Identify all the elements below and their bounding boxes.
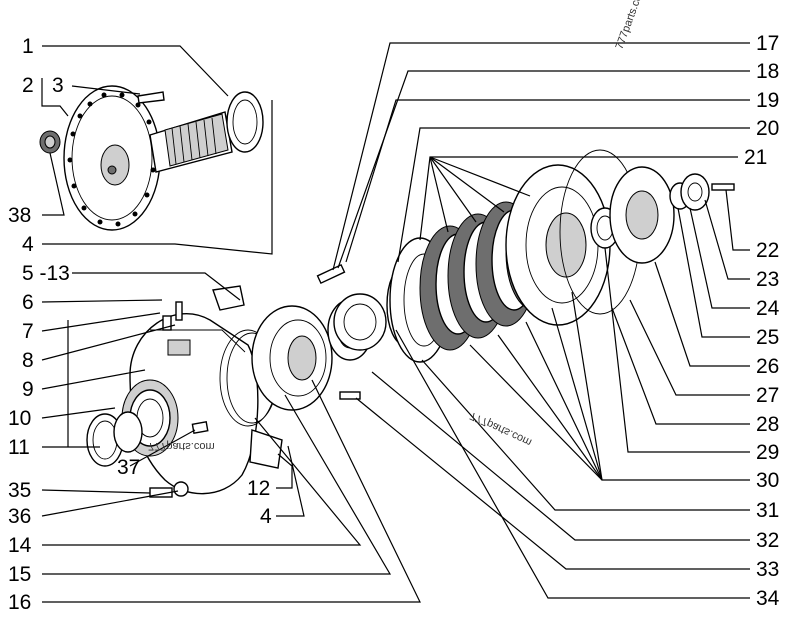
callout-10: 10 [8, 407, 31, 430]
callout-7: 7 [22, 320, 34, 343]
callout-6: 6 [22, 291, 34, 314]
callout-26: 26 [756, 355, 779, 378]
leader-lines [41, 42, 750, 603]
callout-22: 22 [756, 239, 779, 262]
callout-9: 9 [22, 378, 34, 401]
callout-25: 25 [756, 326, 779, 349]
callout-19: 19 [756, 89, 779, 112]
cover-and-seal-drawing [219, 305, 333, 427]
callout-12: 12 [247, 477, 270, 500]
callout-28: 28 [756, 413, 779, 436]
callout-37: 37 [117, 456, 140, 479]
callouts-left: 1 2 3 38 4 5 -13 6 7 8 9 10 11 37 35 36 … [8, 35, 272, 614]
callout-15: 15 [8, 563, 31, 586]
callout-36: 36 [8, 505, 31, 528]
callout-35: 35 [8, 479, 31, 502]
callout-30: 30 [756, 469, 779, 492]
flange-shaft-drawing [39, 85, 264, 231]
callout-32: 32 [756, 529, 779, 552]
callout-16: 16 [8, 591, 31, 614]
callout-29: 29 [756, 441, 779, 464]
clutch-pack-drawing [316, 149, 735, 400]
watermark-center: 777parts.com [468, 409, 533, 448]
callout-23: 23 [756, 268, 779, 291]
callout-31: 31 [756, 499, 779, 522]
callout-33: 33 [756, 558, 779, 581]
callout-18: 18 [756, 60, 779, 83]
callout-21: 21 [744, 146, 767, 169]
callout-8: 8 [22, 349, 34, 372]
callout-27: 27 [756, 384, 779, 407]
callout-5-13: 5 -13 [22, 262, 70, 285]
callouts-right: 17 18 19 20 21 22 23 24 25 26 27 28 29 3… [744, 32, 780, 610]
callout-38: 38 [8, 204, 31, 227]
callout-20: 20 [756, 117, 779, 140]
callout-17: 17 [756, 32, 779, 55]
callout-11: 11 [8, 436, 30, 459]
callout-1: 1 [22, 35, 34, 58]
callout-2: 2 [22, 74, 34, 97]
callout-4-top: 4 [22, 233, 34, 256]
callout-24: 24 [756, 297, 780, 320]
callout-34: 34 [756, 587, 780, 610]
callout-14: 14 [8, 534, 32, 557]
watermark-left: 777parts.com [148, 440, 215, 452]
callout-4-bottom: 4 [260, 505, 272, 528]
callout-3: 3 [52, 74, 64, 97]
